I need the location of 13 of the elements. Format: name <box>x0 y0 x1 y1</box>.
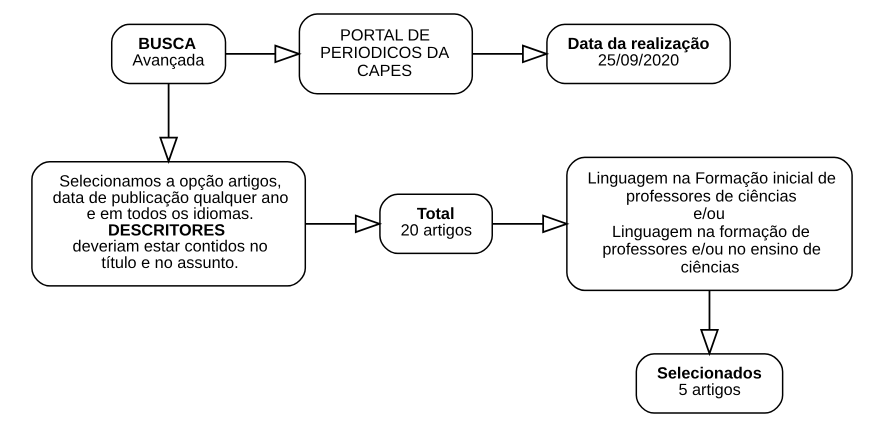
node-box: Selecionamos a opção artigos, data de publicação qualquer ano e em todos os idiomas. DESCRITORES deveriam estar contidos no título e no assunto. <box>31 161 306 287</box>
node-box: Total 20 artigos <box>379 194 493 254</box>
node-box: Data da realização 25/09/2020 <box>546 24 731 84</box>
arrow <box>700 290 719 356</box>
arrow <box>492 214 570 234</box>
node-box: Selecionados 5 artigos <box>636 353 784 414</box>
arrow <box>159 84 178 164</box>
arrow <box>226 44 302 64</box>
node-box: Linguagem na Formação inicial de professores de ciências e/ou Linguagem na formação de professores e/ou no ensino de ciências <box>566 156 853 292</box>
node-box: BUSCA Avançada <box>110 24 226 84</box>
arrow <box>305 214 382 234</box>
node-box: PORTAL DE PERIODICOS DA CAPES <box>298 13 474 95</box>
arrow <box>472 44 550 64</box>
